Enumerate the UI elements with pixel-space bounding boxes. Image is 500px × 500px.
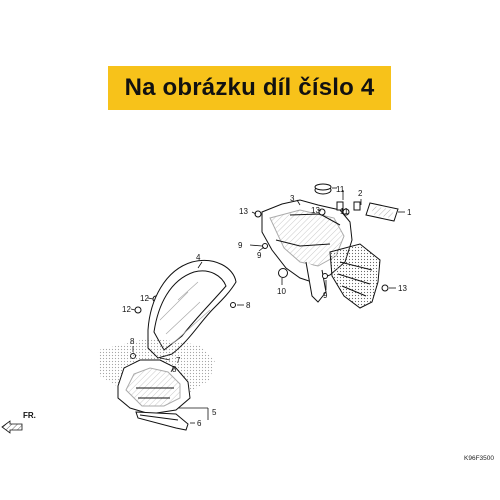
callout-8c: 8 [172,365,177,374]
rear-fender-upper [261,199,353,303]
callout-7: 7 [176,356,181,365]
license-plate-bracket [329,243,381,309]
callout-4: 4 [196,253,201,262]
callout-1: 1 [407,208,412,217]
callout-3: 3 [290,194,295,203]
callout-13a: 13 [239,207,248,216]
callout-9c: 9 [323,291,328,300]
cover-strip [135,411,189,431]
callout-5: 5 [212,408,217,417]
callout-numbers: 1 2 3 11 11 13 13 13 9 9 9 10 4 12 12 8 … [122,185,412,428]
callout-9b: 9 [257,251,262,260]
callout-12b: 12 [122,305,131,314]
part-number-banner: Na obrázku díl číslo 4 [108,66,391,110]
callout-8b: 8 [130,337,135,346]
callout-12a: 12 [140,294,149,303]
callout-13c: 13 [398,284,407,293]
callout-13b: 13 [311,206,320,215]
callout-9a: 9 [238,241,243,250]
callout-11a: 11 [336,185,345,194]
callout-11b: 11 [340,207,349,216]
diagram-code: K96F3500 [464,455,494,462]
banner-text: Na obrázku díl číslo 4 [124,74,375,101]
reflector-plate [365,202,399,222]
front-direction-label: FR. [23,411,36,420]
leader-lines [130,187,405,424]
callout-8a: 8 [246,301,251,310]
callout-10: 10 [277,287,286,296]
callout-2: 2 [358,189,363,198]
front-fender [147,260,237,359]
front-direction-arrow: FR. [1,411,36,434]
inner-splash-guard [117,359,191,415]
callout-6: 6 [197,419,202,428]
